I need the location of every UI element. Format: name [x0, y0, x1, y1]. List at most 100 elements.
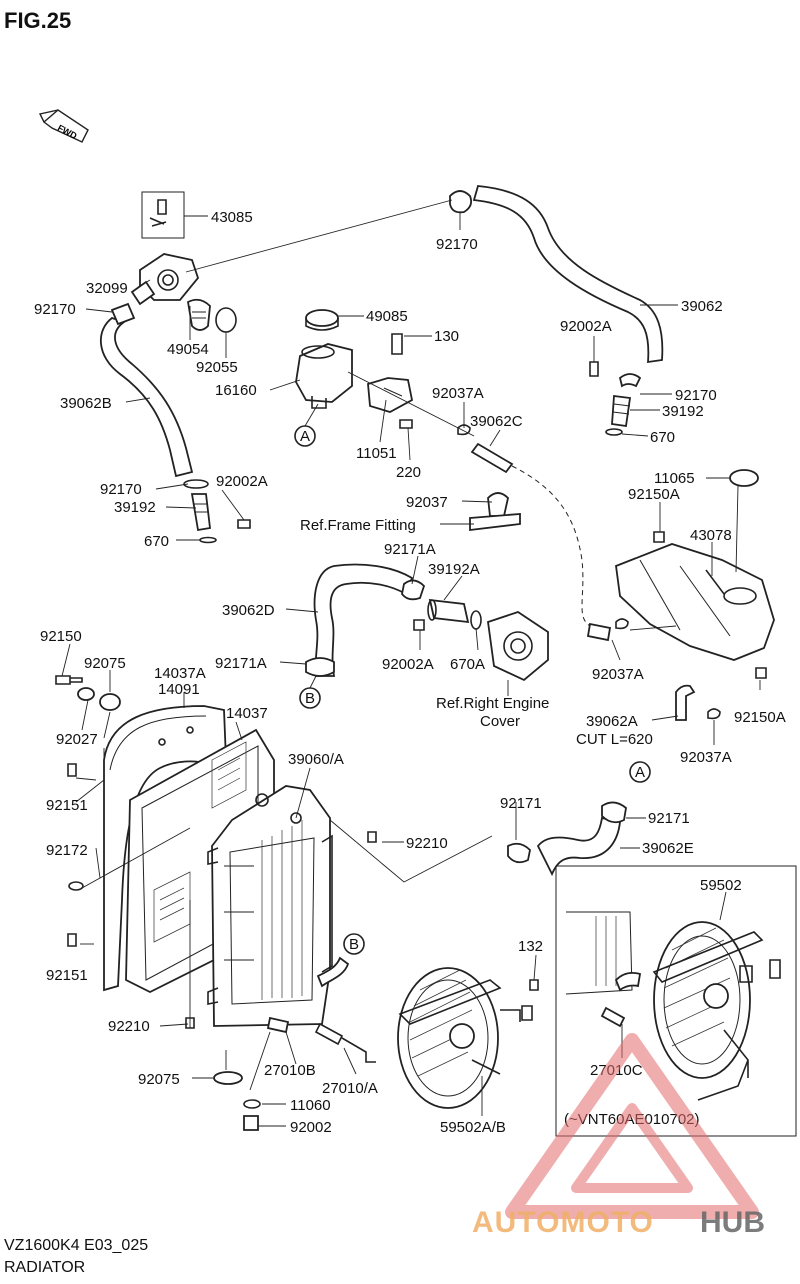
watermark-text-orange: AUTOMOTO: [472, 1206, 654, 1239]
watermark-text-gray: HUB: [700, 1206, 765, 1239]
label-670-b: 670: [650, 429, 675, 446]
hose-39062: [472, 185, 664, 364]
clamp-92037A-b: [615, 618, 629, 630]
bolt-92150A-a: [653, 531, 665, 543]
bolt-92151-b: [67, 933, 77, 947]
model-code: VZ1600K4 E03_025: [4, 1237, 148, 1254]
ref-a2-label: A: [635, 764, 645, 781]
grommet-92027: [99, 693, 121, 711]
label-14037A: 14037A: [154, 665, 206, 682]
label-92172: 92172: [46, 842, 88, 859]
collar-92075-b: [213, 1071, 243, 1085]
label-92055: 92055: [196, 359, 238, 376]
label-92150A-a: 92150A: [628, 486, 680, 503]
section-name: RADIATOR: [4, 1259, 85, 1276]
ref-circle-b2: [343, 933, 365, 955]
bolt-92151-a: [67, 763, 77, 777]
label-43085: 43085: [211, 209, 253, 226]
label-cut-note: CUT L=620: [576, 731, 653, 748]
clamp-92170-a: [110, 302, 136, 326]
label-39062E: 39062E: [642, 840, 694, 857]
label-11065: 11065: [654, 470, 695, 487]
nut-92210-b: [185, 1017, 195, 1029]
label-92075-b: 92075: [138, 1071, 180, 1088]
label-39192A: 39192A: [428, 561, 480, 578]
filler-neck-16160: [295, 343, 353, 409]
ref-b1-label: B: [305, 690, 315, 707]
ref-b2-label: B: [349, 936, 359, 953]
radiator-cap-49085: [305, 309, 339, 331]
label-92151-a: 92151: [46, 797, 88, 814]
ref-a1-label: A: [300, 428, 310, 445]
label-92171A-a: 92171A: [384, 541, 436, 558]
label-92002: 92002: [290, 1119, 332, 1136]
fig-label: FIG.25: [4, 8, 71, 33]
label-670-a: 670: [144, 533, 169, 550]
label-14091: 14091: [158, 681, 200, 698]
label-39062A: 39062A: [586, 713, 638, 730]
thermostat-housing-32099: [130, 253, 200, 306]
label-92171A-b: 92171A: [215, 655, 267, 672]
drain-bolt-92002: [243, 1115, 259, 1131]
label-27010B: 27010B: [264, 1062, 316, 1079]
switch-27010A: [314, 1022, 376, 1063]
label-39062C: 39062C: [470, 413, 523, 430]
clamp-92171-b: [601, 801, 627, 824]
label-ref-engine-2: Cover: [480, 713, 520, 730]
frame-fitting-92037: [469, 492, 521, 532]
bracket-11051: [367, 333, 414, 429]
bolt-43085: [141, 191, 185, 239]
label-27010A: 27010/A: [322, 1080, 378, 1097]
label-92171-a: 92171: [500, 795, 542, 812]
label-92037A-b: 92037A: [592, 666, 644, 683]
bolt-92150A-b: [755, 667, 767, 679]
label-39062B: 39062B: [60, 395, 112, 412]
label-92210-a: 92210: [406, 835, 448, 852]
label-132: 132: [518, 938, 543, 955]
fitting-39192-lower: [183, 479, 251, 544]
label-92170-d: 92170: [675, 387, 717, 404]
collar-92075-a: [77, 687, 95, 701]
watermark-wordmark: AUTOMOTO HUB: [472, 1206, 765, 1239]
label-92170-b: 92170: [436, 236, 478, 253]
leader-lines: [61, 212, 761, 1127]
label-16160: 16160: [215, 382, 257, 399]
label-ref-engine-1: Ref.Right Engine: [436, 695, 549, 712]
label-92037A-a: 92037A: [432, 385, 484, 402]
cooling-fan-59502AB: [397, 967, 533, 1109]
clamp-92171A-b: [305, 657, 335, 677]
label-ref-frame-fitting: Ref.Frame Fitting: [300, 517, 416, 534]
label-92151-b: 92151: [46, 967, 88, 984]
label-92002A-c: 92002A: [382, 656, 434, 673]
label-39192-a: 39192: [114, 499, 156, 516]
thermostat-49054: [187, 298, 211, 331]
clamp-92171-a: [507, 842, 531, 864]
label-92027: 92027: [56, 731, 98, 748]
label-vnt-note: (~VNT60AE010702): [564, 1111, 700, 1128]
label-39060A: 39060/A: [288, 751, 344, 768]
label-39062D: 39062D: [222, 602, 275, 619]
label-11051: 11051: [356, 445, 397, 462]
clip-92172: [68, 881, 84, 891]
label-32099: 32099: [86, 280, 128, 297]
radiator-outlet: [316, 956, 350, 988]
label-92037A-c: 92037A: [680, 749, 732, 766]
label-59502: 59502: [700, 877, 742, 894]
right-engine-cover: [487, 611, 549, 682]
nut-92210-a: [367, 831, 377, 843]
label-92150: 92150: [40, 628, 82, 645]
label-130: 130: [434, 328, 459, 345]
label-39192-b: 39192: [662, 403, 704, 420]
fitting-39192-upper: [589, 361, 642, 436]
label-92171-b: 92171: [648, 810, 690, 827]
label-92210-b: 92210: [108, 1018, 150, 1035]
label-92037: 92037: [406, 494, 448, 511]
label-11060: 11060: [290, 1097, 331, 1114]
fitting-39192A: [413, 598, 482, 631]
label-39062: 39062: [681, 298, 723, 315]
label-92002A-b: 92002A: [560, 318, 612, 335]
clamp-92037A-c: [707, 708, 721, 720]
hose-39062A: [675, 684, 696, 721]
radiator-shroud-14037A: [103, 705, 227, 992]
